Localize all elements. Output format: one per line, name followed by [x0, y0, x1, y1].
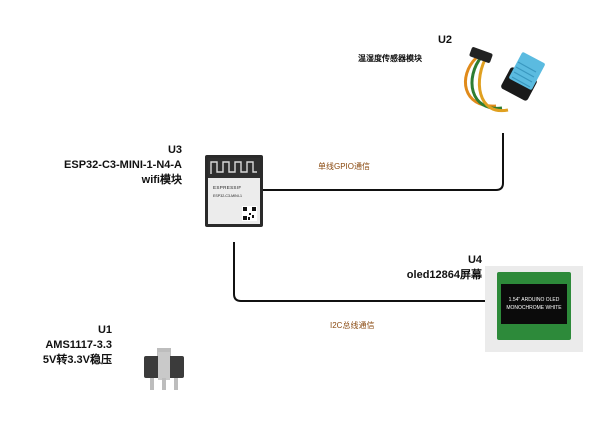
- u4-ref: U4: [467, 254, 482, 266]
- u3-label: U3 ESP32-C3-MINI-1-N4-A wifi模块: [64, 143, 182, 188]
- gpio-wire: [263, 133, 504, 191]
- u3-part: ESP32-C3-MINI-1-N4-A: [64, 159, 182, 171]
- chip-brand: ESPRESSIF: [213, 185, 242, 190]
- u1-ref: U1: [97, 324, 112, 336]
- u3-ref: U3: [167, 144, 182, 156]
- antenna-icon: [208, 158, 260, 178]
- u2-ref: U2: [437, 34, 452, 46]
- net-label-i2c: I2C总线通信: [330, 321, 375, 330]
- oled-screen: 1.54" ARDUINO OLED MONOCHROME WHITE: [501, 284, 567, 324]
- u4-label: U4 oled12864屏幕: [407, 253, 482, 283]
- u2-desc: 温湿度传感器模块: [358, 54, 422, 63]
- i2c-wire: [233, 242, 485, 302]
- u1-label: U1 AMS1117-3.3 5V转3.3V稳压: [43, 323, 112, 368]
- chip-model: ESP32-C3-MINI-1: [213, 194, 242, 198]
- ams1117-regulator[interactable]: [140, 346, 188, 392]
- u3-desc: wifi模块: [141, 174, 182, 186]
- u1-desc: 5V转3.3V稳压: [42, 354, 112, 366]
- oled-pcb: 1.54" ARDUINO OLED MONOCHROME WHITE: [497, 272, 571, 340]
- net-label-gpio: 单线GPIO通信: [318, 162, 371, 171]
- u4-desc: oled12864屏幕: [406, 269, 482, 281]
- oled-display-module[interactable]: 1.54" ARDUINO OLED MONOCHROME WHITE: [485, 266, 583, 352]
- module-shield: ESPRESSIF ESP32-C3-MINI-1: [208, 158, 260, 224]
- screen-line-2: MONOCHROME WHITE: [506, 305, 562, 311]
- u1-part: AMS1117-3.3: [45, 339, 112, 351]
- dht-sensor-module[interactable]: [456, 46, 552, 118]
- esp32-module[interactable]: ESPRESSIF ESP32-C3-MINI-1: [205, 155, 263, 227]
- qr-code-icon: [242, 206, 257, 221]
- u2-label: U2: [438, 33, 452, 48]
- screen-line-1: 1.54" ARDUINO OLED: [508, 297, 560, 303]
